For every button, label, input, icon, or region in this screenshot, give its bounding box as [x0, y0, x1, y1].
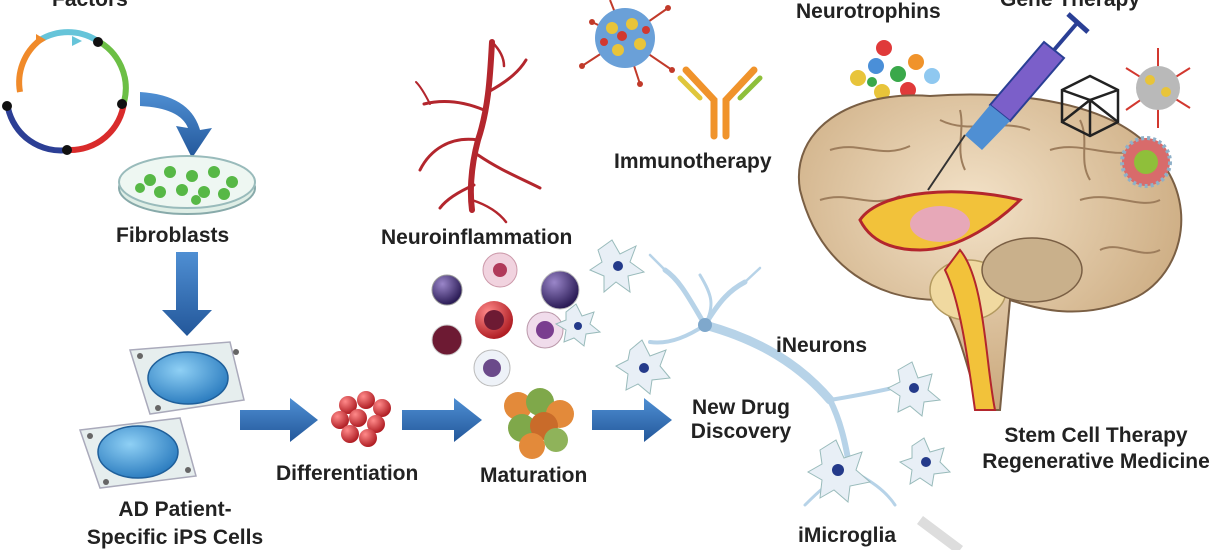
immune-cells-icon	[431, 252, 580, 387]
label-stem-cell-line1: Stem Cell Therapy	[1004, 424, 1188, 447]
maturation-cells-icon	[504, 388, 574, 459]
label-gene-therapy: Gene Therapy	[1000, 0, 1140, 12]
label-neuroinflammation: Neuroinflammation	[381, 226, 573, 249]
label-fibroblasts: Fibroblasts	[116, 224, 230, 247]
label-stem-cell-line2: Regenerative Medicine	[982, 450, 1210, 473]
factors-plasmid-icon	[2, 29, 129, 155]
label-differentiation: Differentiation	[276, 462, 419, 485]
petri-dish-icon	[118, 155, 256, 215]
blood-vessel-icon	[415, 39, 542, 224]
label-factors: Factors	[52, 0, 128, 12]
neuron-icon	[648, 253, 907, 507]
arrow-ips-to-differentiation	[240, 398, 318, 442]
ips-cells-icon	[78, 341, 245, 489]
label-maturation: Maturation	[480, 464, 588, 487]
neurotrophins-icon	[850, 40, 940, 100]
label-new-drug-line2: Discovery	[690, 420, 792, 443]
arrow-differentiation-to-maturation	[402, 398, 482, 442]
label-new-drug-discovery: New Drug Discovery	[670, 396, 812, 444]
label-immunotherapy: Immunotherapy	[614, 150, 772, 173]
syringe-icon	[927, 12, 1090, 191]
label-stem-cell: Stem Cell Therapy Regenerative Medicine	[968, 424, 1224, 474]
nanoparticle-icon	[579, 0, 675, 87]
label-imicroglia: iMicroglia	[798, 524, 897, 547]
viral-vector-icon	[1120, 48, 1191, 188]
arrow-factors-to-fibroblasts	[140, 92, 212, 158]
label-new-drug-line1: New Drug	[691, 396, 790, 419]
label-neurotrophins: Neurotrophins	[796, 0, 941, 23]
arrow-fibroblasts-to-ips	[162, 252, 212, 336]
label-ad-patient-line1: AD Patient-	[118, 498, 232, 521]
icosahedron-icon	[1060, 74, 1120, 138]
label-ineurons: iNeurons	[776, 334, 868, 357]
antibody-icon	[677, 66, 763, 140]
differentiation-cells-icon	[331, 391, 391, 447]
label-ad-patient: AD Patient- Specific iPS Cells	[60, 498, 290, 550]
decorative-stroke	[917, 516, 963, 550]
arrow-maturation-to-discovery	[592, 398, 672, 442]
brain-icon	[797, 93, 1183, 411]
neuron-soma	[698, 318, 712, 332]
label-ad-patient-line2: Specific iPS Cells	[86, 526, 264, 549]
microglia-icon	[554, 239, 952, 503]
